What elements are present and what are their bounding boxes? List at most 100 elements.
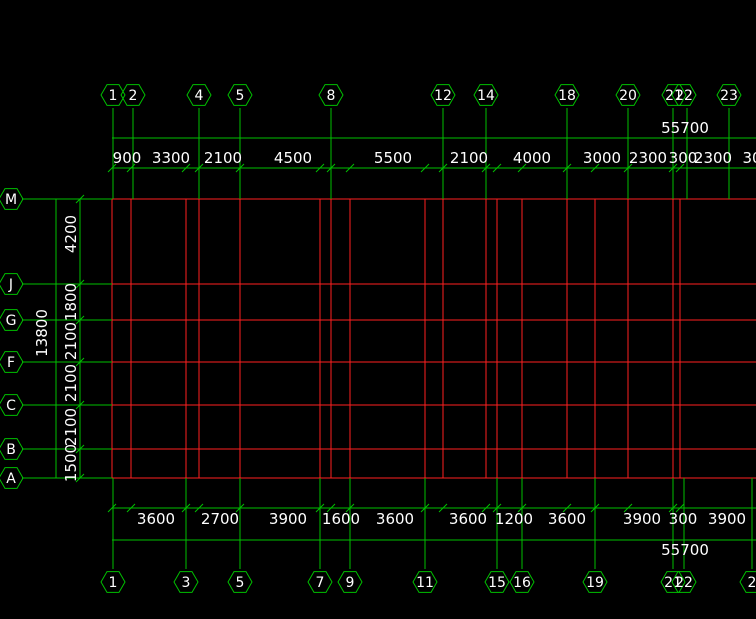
top-axis-bubble-label: 20 bbox=[619, 88, 637, 104]
dim-tick bbox=[181, 503, 191, 513]
top-axis-bubble-frame bbox=[430, 84, 456, 106]
bottom-axis-bubble: 5 bbox=[227, 571, 253, 593]
top-axis-bubble-frame bbox=[671, 84, 697, 106]
dim-tick bbox=[315, 163, 325, 173]
top-axis-bubble: 8 bbox=[318, 84, 344, 106]
dim-tick bbox=[481, 503, 491, 513]
dim-tick bbox=[194, 163, 204, 173]
bottom-axis-bubble-label: 22 bbox=[675, 575, 693, 591]
bottom-axis-bubble-frame bbox=[173, 571, 199, 593]
bottom-dim-text: 3900 bbox=[623, 510, 661, 528]
row-axis-bubble: F bbox=[0, 351, 24, 373]
bottom-axis-bubble-frame bbox=[227, 571, 253, 593]
dim-tick bbox=[75, 473, 85, 483]
row-axis-bubble-label: C bbox=[6, 398, 16, 414]
dim-tick bbox=[75, 400, 85, 410]
row-axis-bubble-label: A bbox=[6, 471, 16, 487]
bottom-dim-text: 2700 bbox=[201, 510, 239, 528]
bottom-axis-bubble: 2 bbox=[739, 571, 756, 593]
row-axis-bubble: A bbox=[0, 467, 24, 489]
dim-tick bbox=[492, 503, 502, 513]
top-axis-bubble: 22 bbox=[671, 84, 697, 106]
top-axis-bubble: 2 bbox=[120, 84, 146, 106]
bottom-axis-bubble-label: 15 bbox=[488, 575, 506, 591]
top-axis-bubble: 12 bbox=[430, 84, 456, 106]
dimension-lines bbox=[22, 108, 756, 569]
bottom-dim-text: 1200 bbox=[495, 510, 533, 528]
top-axis-bubble-frame bbox=[318, 84, 344, 106]
dim-tick bbox=[590, 503, 600, 513]
bottom-dim-text: 3600 bbox=[548, 510, 586, 528]
bottom-axis-bubble-frame bbox=[100, 571, 126, 593]
dim-tick bbox=[668, 163, 678, 173]
dim-tick bbox=[438, 163, 448, 173]
bottom-dim-text: 3900 bbox=[269, 510, 307, 528]
dim-tick bbox=[517, 503, 527, 513]
dim-tick bbox=[194, 503, 204, 513]
bottom-dim-text: 3600 bbox=[137, 510, 175, 528]
bottom-axis-bubble-label: 19 bbox=[586, 575, 604, 591]
bottom-axis-bubble: 16 bbox=[509, 571, 535, 593]
left-dim-text: 1800 bbox=[62, 283, 80, 321]
bottom-axis-bubble-frame bbox=[509, 571, 535, 593]
dim-tick bbox=[75, 279, 85, 289]
bottom-axis-bubble-frame bbox=[337, 571, 363, 593]
bottom-axis-bubble-label: 5 bbox=[236, 575, 245, 591]
top-axis-bubble: 4 bbox=[186, 84, 212, 106]
dim-tick bbox=[623, 163, 633, 173]
top-axis-bubble-label: 12 bbox=[434, 88, 452, 104]
top-axis-bubble-frame bbox=[716, 84, 742, 106]
dim-tick bbox=[326, 503, 336, 513]
dim-tick bbox=[315, 503, 325, 513]
top-axis-bubble-label: 21 bbox=[665, 88, 683, 104]
bottom-axis-bubble: 19 bbox=[582, 571, 608, 593]
top-axis-bubble-label: 8 bbox=[327, 88, 336, 104]
top-dim-text: 5500 bbox=[374, 149, 412, 167]
top-dim-text: 2100 bbox=[204, 149, 242, 167]
top-total-dim-text: 55700 bbox=[661, 119, 709, 137]
top-dim-text: 4500 bbox=[274, 149, 312, 167]
bottom-axis-bubble: 7 bbox=[307, 571, 333, 593]
row-axis-bubble-label: J bbox=[8, 277, 13, 293]
bottom-dim-text: 3600 bbox=[376, 510, 414, 528]
bottom-axis-bubble-frame bbox=[739, 571, 756, 593]
top-dim-text: 2100 bbox=[450, 149, 488, 167]
top-axis-bubble-label: 14 bbox=[477, 88, 495, 104]
dim-tick bbox=[75, 194, 85, 204]
dim-tick bbox=[107, 163, 117, 173]
bottom-axis-bubble: 15 bbox=[484, 571, 510, 593]
row-axis-bubble: M bbox=[0, 188, 24, 210]
dim-tick bbox=[107, 503, 117, 513]
top-axis-bubble-frame bbox=[100, 84, 126, 106]
row-axis-bubble-frame bbox=[0, 309, 24, 331]
dim-tick bbox=[675, 503, 685, 513]
dim-tick bbox=[126, 163, 136, 173]
row-axis-bubble: G bbox=[0, 309, 24, 331]
dim-tick bbox=[235, 163, 245, 173]
top-axis-bubble: 5 bbox=[227, 84, 253, 106]
top-axis-bubble-label: 22 bbox=[675, 88, 693, 104]
dim-tick bbox=[420, 503, 430, 513]
top-axis-bubble: 18 bbox=[554, 84, 580, 106]
left-dim-text: 2100 bbox=[62, 364, 80, 402]
row-axis-bubble: C bbox=[0, 394, 24, 416]
bottom-axis-bubble-label: 1 bbox=[109, 575, 118, 591]
top-dim-text: 2300 bbox=[694, 149, 732, 167]
top-axis-bubble: 14 bbox=[473, 84, 499, 106]
bottom-axis-bubble-label: 2 bbox=[748, 575, 756, 591]
bottom-axis-bubble: 22 bbox=[671, 571, 697, 593]
dim-tick bbox=[75, 357, 85, 367]
bottom-axis-bubble-frame bbox=[412, 571, 438, 593]
top-axis-bubble: 20 bbox=[615, 84, 641, 106]
row-axis-bubble: B bbox=[0, 438, 24, 460]
row-axis-bubble-frame bbox=[0, 394, 24, 416]
top-dim-text: 900 bbox=[113, 149, 142, 167]
structural-grid bbox=[111, 198, 756, 479]
row-axis-bubble-frame bbox=[0, 188, 24, 210]
top-axis-bubble: 23 bbox=[716, 84, 742, 106]
top-axis-bubble-frame bbox=[186, 84, 212, 106]
top-axis-bubble-label: 2 bbox=[129, 88, 138, 104]
left-total-dim-text: 13800 bbox=[33, 309, 51, 357]
bottom-axis-bubble: 1 bbox=[100, 571, 126, 593]
